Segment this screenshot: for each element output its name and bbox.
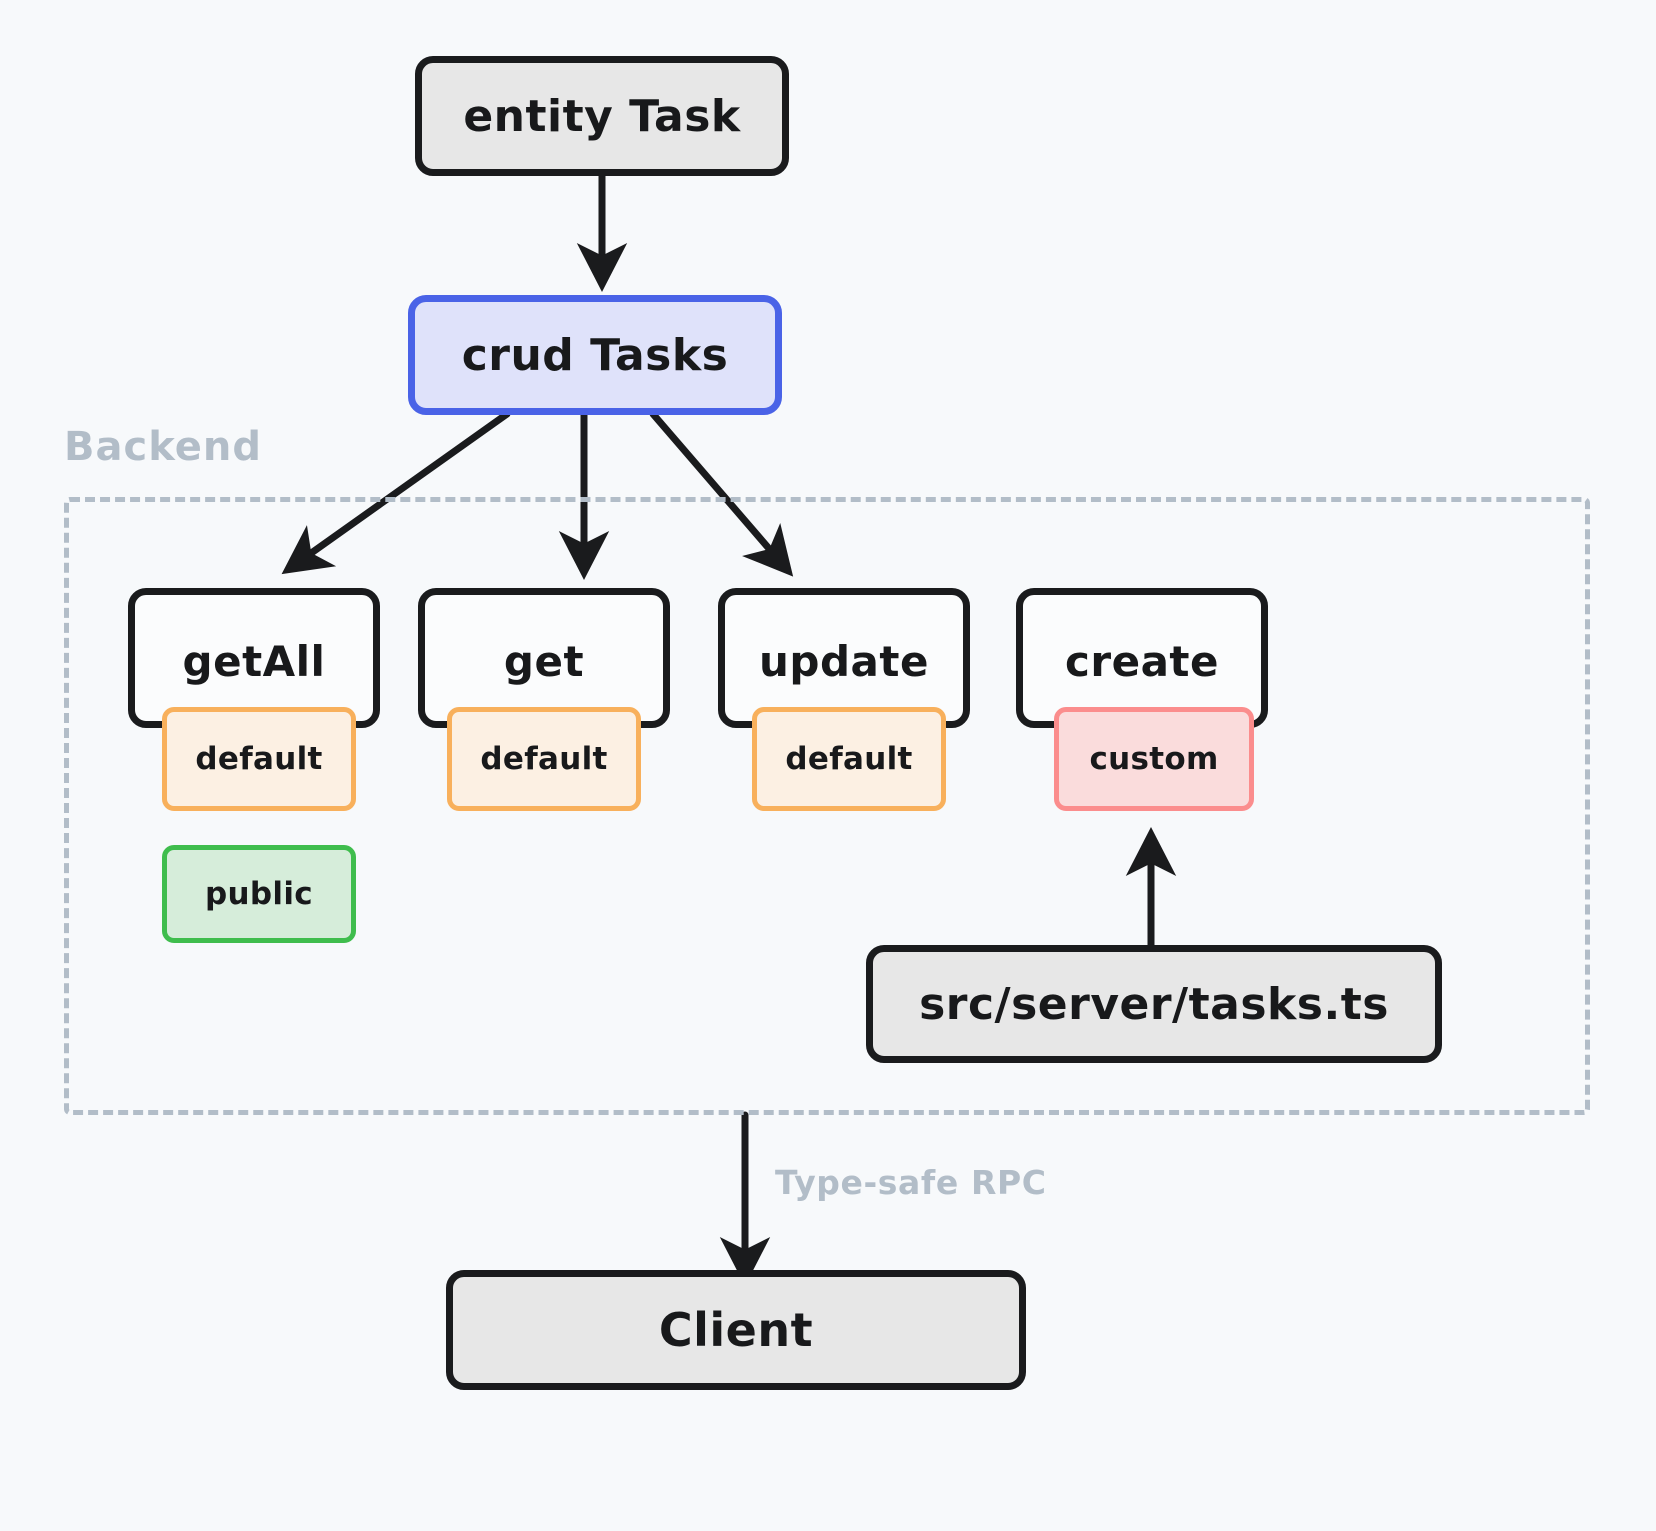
node-source-file-label: src/server/tasks.ts xyxy=(919,978,1389,1030)
node-entity-task-label: entity Task xyxy=(463,90,741,142)
badge-create-custom[interactable]: custom xyxy=(1054,707,1254,811)
edge-label-type-safe-rpc: Type-safe RPC xyxy=(775,1163,1047,1202)
node-crud-tasks-label: crud Tasks xyxy=(461,329,729,381)
badge-getall-default[interactable]: default xyxy=(162,707,356,811)
node-method-create[interactable]: create xyxy=(1016,588,1268,728)
node-method-get-label: get xyxy=(503,637,585,686)
badge-getall-public[interactable]: public xyxy=(162,845,356,943)
node-client-label: Client xyxy=(658,1303,814,1357)
badge-get-default-label: default xyxy=(480,741,608,777)
badge-update-default[interactable]: default xyxy=(752,707,946,811)
badge-create-custom-label: custom xyxy=(1089,741,1219,777)
backend-group-label: Backend xyxy=(64,424,262,470)
badge-getall-public-label: public xyxy=(205,876,313,912)
badge-get-default[interactable]: default xyxy=(447,707,641,811)
badge-update-default-label: default xyxy=(785,741,913,777)
badge-getall-default-label: default xyxy=(195,741,323,777)
node-method-update-label: update xyxy=(759,637,929,686)
node-client[interactable]: Client xyxy=(446,1270,1026,1390)
node-method-getall-label: getAll xyxy=(182,637,326,686)
node-entity-task[interactable]: entity Task xyxy=(415,56,789,176)
backend-group-container xyxy=(64,497,1590,1115)
node-source-file[interactable]: src/server/tasks.ts xyxy=(866,945,1442,1063)
node-crud-tasks[interactable]: crud Tasks xyxy=(408,295,782,415)
node-method-create-label: create xyxy=(1065,637,1219,686)
